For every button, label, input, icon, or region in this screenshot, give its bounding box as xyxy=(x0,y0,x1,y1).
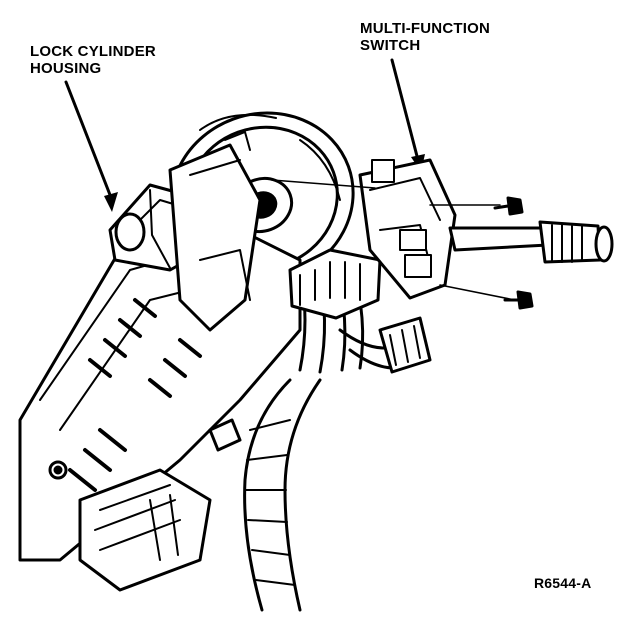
multi-function-label-line2: SWITCH xyxy=(360,37,421,54)
switch-lever xyxy=(448,220,614,264)
multi-function-leader xyxy=(390,58,425,172)
screw-upper xyxy=(493,196,524,216)
figure-reference: R6544-A xyxy=(534,575,592,591)
upper-bracket xyxy=(168,131,262,332)
harness-clip xyxy=(208,418,242,452)
column-body xyxy=(18,218,302,592)
screw-lower xyxy=(503,290,534,310)
alignment-lines xyxy=(271,179,516,301)
wiring-harness xyxy=(243,262,422,612)
multi-function-switch-label: MULTI-FUNCTION SWITCH xyxy=(360,20,490,54)
lock-cylinder-label-line2: HOUSING xyxy=(30,60,102,77)
lock-cylinder-housing-label: LOCK CYLINDER HOUSING xyxy=(30,43,156,77)
lock-cylinder-leader xyxy=(64,80,118,212)
connector-block xyxy=(288,248,382,320)
multi-function-label-line1: MULTI-FUNCTION xyxy=(360,20,490,37)
lock-cylinder-label-line1: LOCK CYLINDER xyxy=(30,43,156,60)
lower-connector xyxy=(378,316,432,374)
multi-function-switch xyxy=(358,158,457,300)
